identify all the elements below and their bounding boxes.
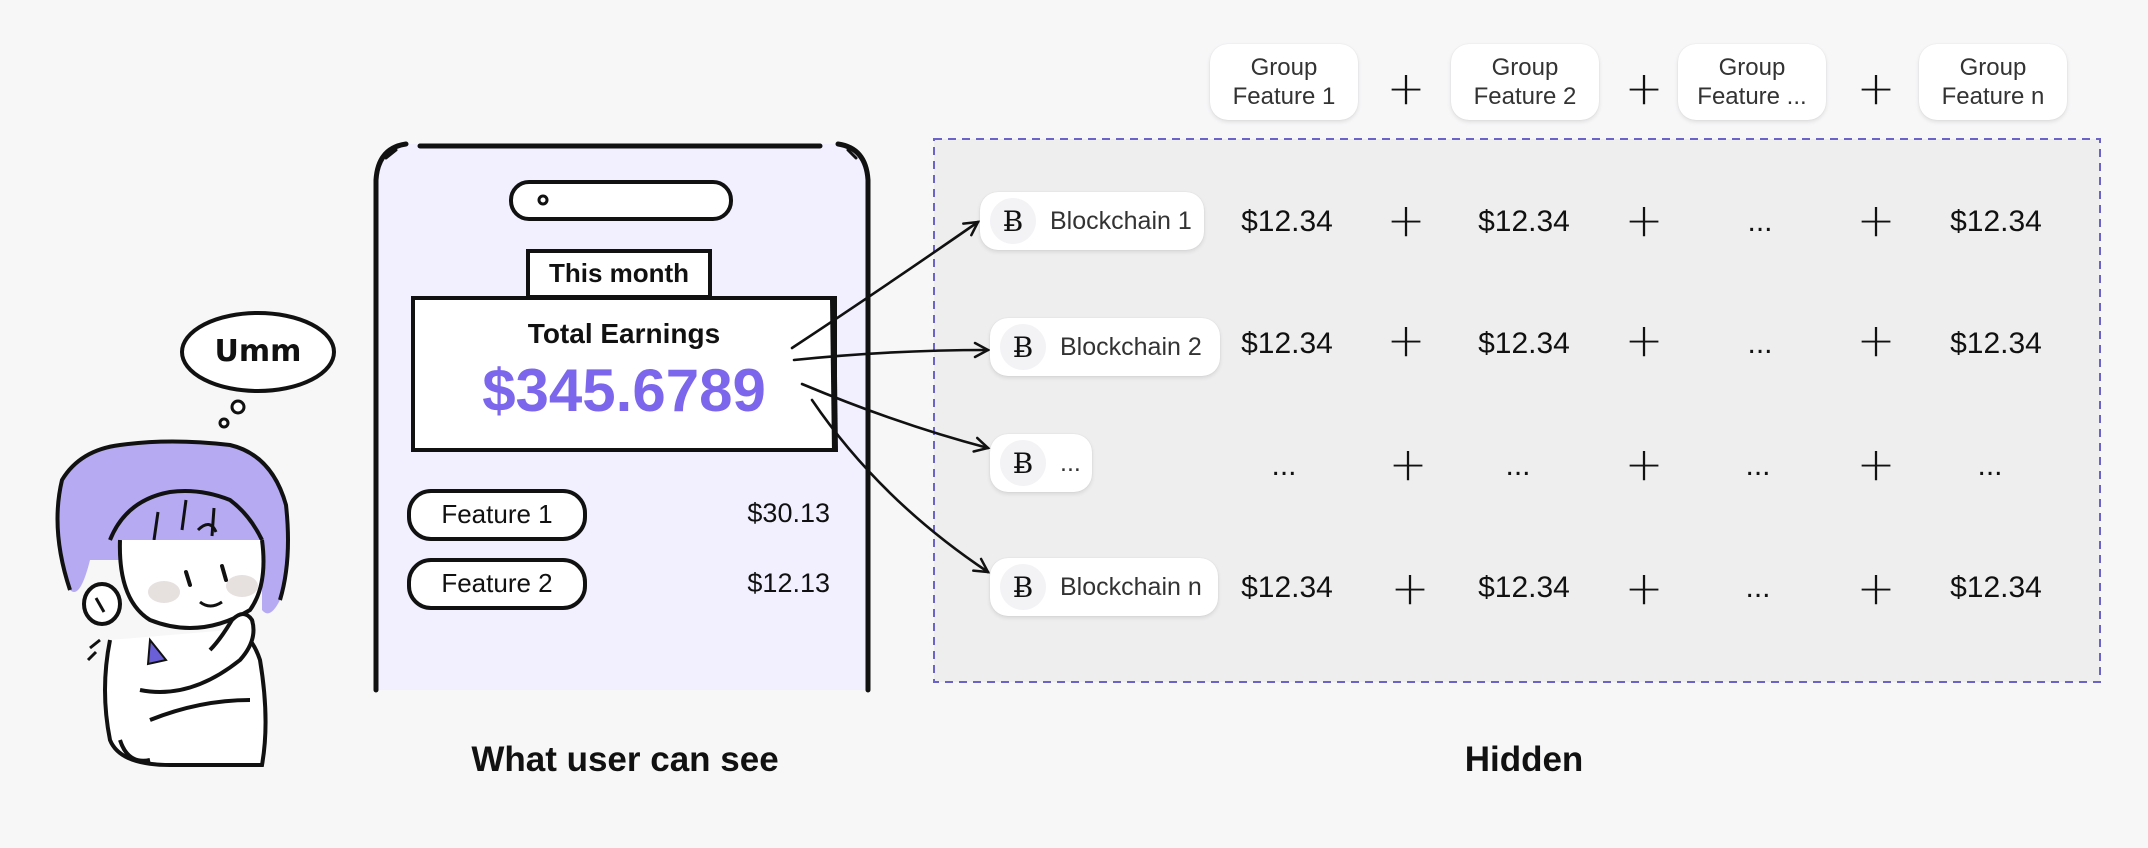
arrow-blockchain-n [810,398,991,574]
thought-bubble-shape [180,311,336,429]
table-cell: ... [1271,449,1297,482]
table-cell: $12.34 [1950,571,2042,604]
total-earnings-amount: $345.6789 [482,357,766,424]
row-plus: + [1624,313,1664,367]
row-plus: + [1856,313,1896,367]
feature-2-value: $12.13 [747,568,830,598]
group-feature-n-pill: Group Feature n [1919,44,2067,120]
blockchain-dots-label: ... [1060,448,1081,477]
row-plus: + [1390,561,1430,615]
feature-1-pill-outline [407,489,587,541]
group-feature-3-label: Group Feature ... [1697,54,1807,110]
header-plus-2: + [1624,61,1664,115]
feature-1-label[interactable]: Feature 1 [441,499,553,529]
row-plus: + [1624,437,1664,491]
arrow-blockchain-1 [790,220,981,350]
blockchain-n-pill[interactable]: Ƀ Blockchain n [990,558,1218,616]
table-cell: ... [1747,205,1773,238]
blockchain-1-pill[interactable]: Ƀ Blockchain 1 [980,192,1204,250]
table-cell: ... [1745,449,1771,482]
table-cell: $12.34 [1478,205,1570,238]
coin-icon: Ƀ [1000,564,1046,610]
row-plus: + [1856,561,1896,615]
table-cell: $12.34 [1950,327,2042,360]
header-plus-1: + [1386,61,1426,115]
this-month-tab-outline [526,249,712,299]
group-feature-n-label: Group Feature n [1941,54,2045,110]
group-feature-2-pill: Group Feature 2 [1451,44,1599,120]
thought-bubble-text: Umm [214,334,302,369]
caption-hidden: Hidden [1464,740,1584,779]
thinking-girl-illustration [55,439,290,767]
arrows [790,220,991,574]
row-plus: + [1386,193,1426,247]
blockchain-2-pill[interactable]: Ƀ Blockchain 2 [990,318,1220,376]
row-plus: + [1856,193,1896,247]
row-plus: + [1624,561,1664,615]
group-feature-3-pill: Group Feature ... [1678,44,1826,120]
row-plus: + [1856,437,1896,491]
blockchain-1-label: Blockchain 1 [1050,206,1192,235]
caption-what-user-can-see: What user can see [471,740,779,779]
row-plus: + [1624,193,1664,247]
table-cell: ... [1505,449,1531,482]
header-plus-3: + [1856,61,1896,115]
row-plus: + [1388,437,1428,491]
table-cell: ... [1977,449,2003,482]
group-feature-1-pill: Group Feature 1 [1210,44,1358,120]
coin-icon: Ƀ [1000,440,1046,486]
table-cell: $12.34 [1950,205,2042,238]
this-month-tab[interactable]: This month [548,258,690,288]
table-cell: $12.34 [1478,327,1570,360]
table-cell: $12.34 [1478,571,1570,604]
table-cell: $12.34 [1241,205,1333,238]
blockchain-dots-pill[interactable]: Ƀ ... [990,434,1092,492]
blockchain-n-label: Blockchain n [1060,572,1202,601]
table-cell: $12.34 [1241,571,1333,604]
table-cell: ... [1745,571,1771,604]
feature-2-pill-outline [407,558,587,610]
arrow-blockchain-2 [792,341,991,362]
earnings-card-outline [411,296,837,452]
coin-icon: Ƀ [990,198,1036,244]
phone-notch [509,180,733,221]
table-cell: ... [1747,327,1773,360]
group-feature-2-label: Group Feature 2 [1473,54,1577,110]
feature-2-label[interactable]: Feature 2 [441,568,553,598]
total-earnings-title: Total Earnings [527,318,721,349]
table-cell: $12.34 [1241,327,1333,360]
coin-icon: Ƀ [1000,324,1046,370]
blockchain-2-label: Blockchain 2 [1060,332,1202,361]
group-feature-1-label: Group Feature 1 [1232,54,1336,110]
feature-1-value: $30.13 [747,498,830,528]
arrow-blockchain-dots [800,382,991,453]
row-plus: + [1386,313,1426,367]
